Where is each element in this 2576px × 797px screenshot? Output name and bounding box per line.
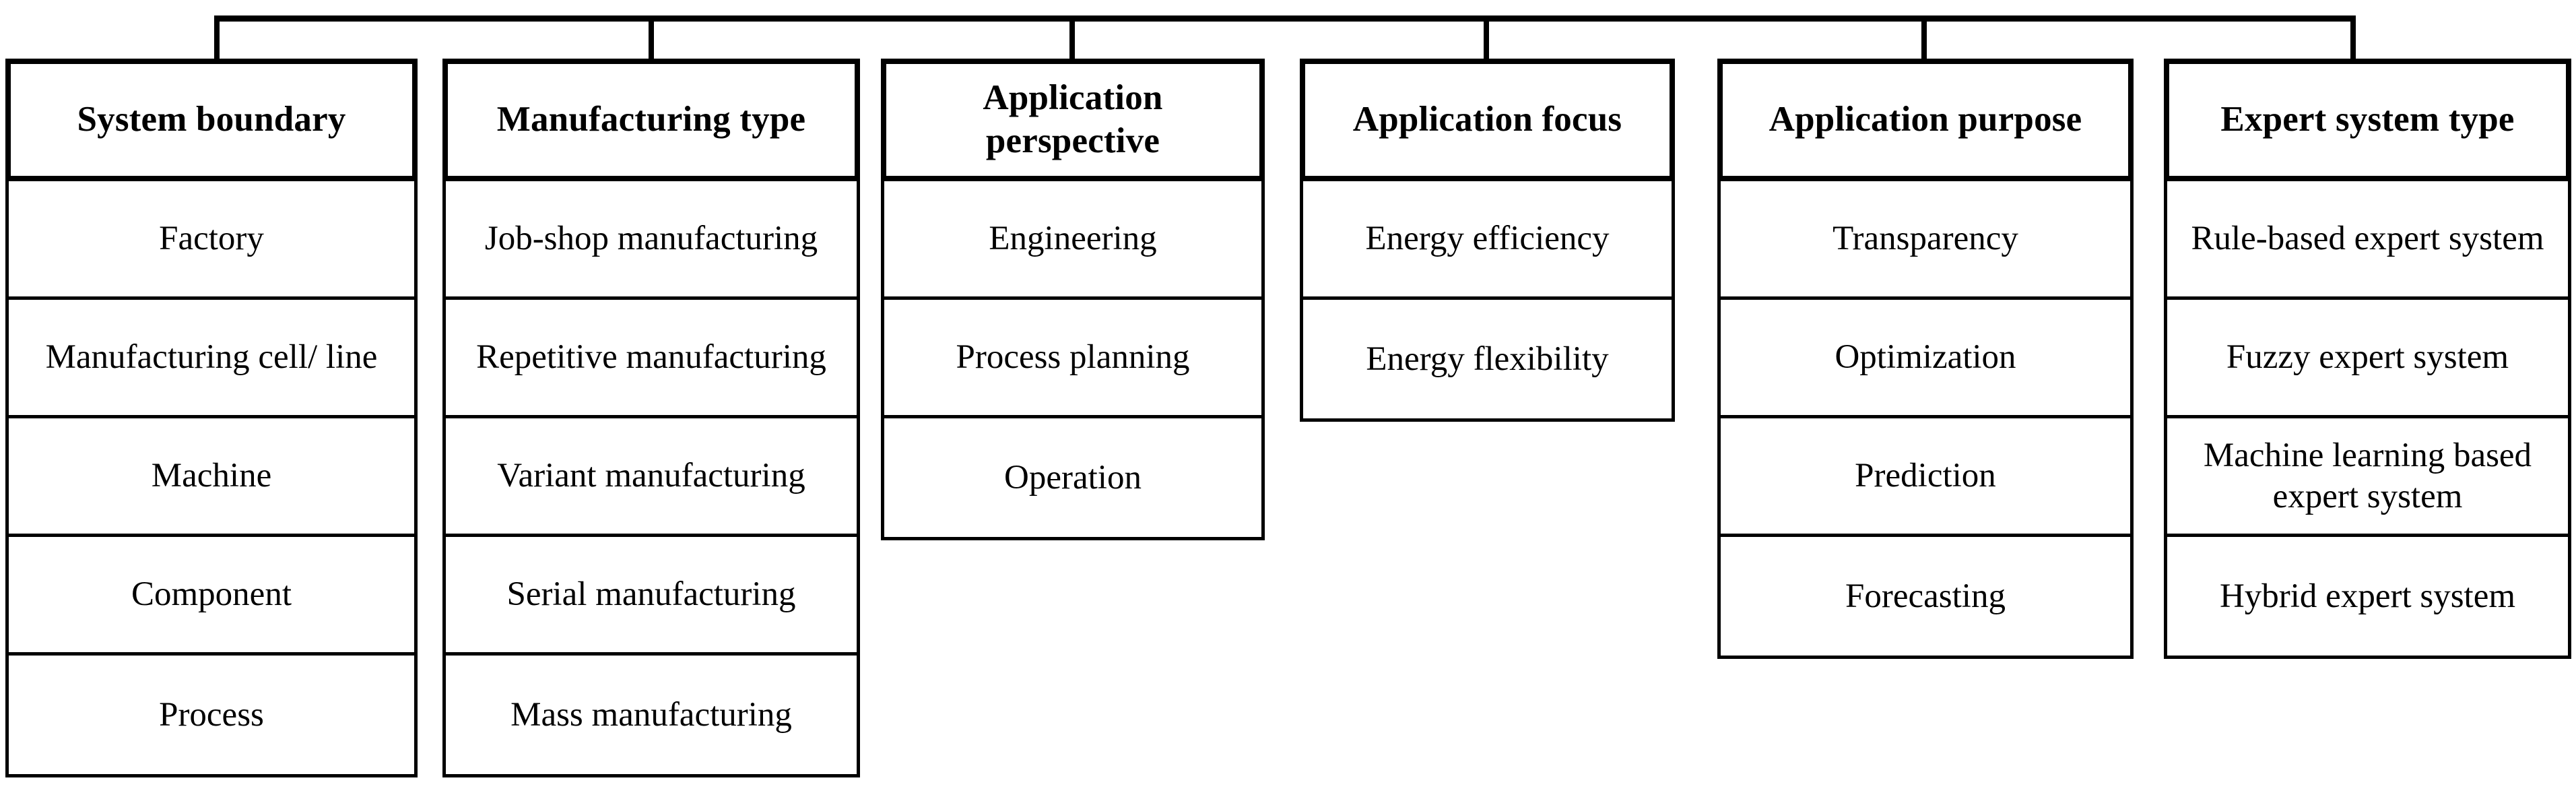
- column-header-application-perspective: Application perspective: [881, 59, 1265, 181]
- column-header-expert-system-type: Expert system type: [2164, 59, 2571, 181]
- cell-application-focus-0[interactable]: Energy efficiency: [1303, 181, 1672, 300]
- column-body-system-boundary: Factory Manufacturing cell/ line Machine…: [5, 181, 418, 777]
- cell-label: Machine learning based expert system: [2203, 437, 2532, 515]
- cell-application-focus-1[interactable]: Energy flexibility: [1303, 300, 1672, 418]
- cell-label: Forecasting: [1845, 577, 2006, 615]
- column-header-system-boundary: System boundary: [5, 59, 418, 181]
- cell-label: Energy efficiency: [1365, 220, 1610, 258]
- cell-label: Rule-based expert system: [2191, 220, 2544, 258]
- column-expert-system-type: Expert system type Rule-based expert sys…: [2164, 59, 2571, 659]
- cell-application-purpose-3[interactable]: Forecasting: [1721, 537, 2130, 656]
- cell-label: Serial manufacturing: [506, 575, 796, 614]
- column-header-application-purpose: Application purpose: [1717, 59, 2134, 181]
- cell-system-boundary-0[interactable]: Factory: [9, 181, 414, 300]
- column-body-application-perspective: Engineering Process planning Operation: [881, 181, 1265, 540]
- cell-application-perspective-1[interactable]: Process planning: [884, 300, 1261, 418]
- cell-label: Machine: [151, 457, 272, 495]
- cell-application-perspective-0[interactable]: Engineering: [884, 181, 1261, 300]
- cell-application-purpose-1[interactable]: Optimization: [1721, 300, 2130, 418]
- cell-label: Factory: [159, 220, 264, 258]
- column-body-manufacturing-type: Job-shop manufacturing Repetitive manufa…: [442, 181, 860, 777]
- cell-expert-system-type-2[interactable]: Machine learning based expert system: [2167, 418, 2568, 537]
- cell-label: Prediction: [1855, 457, 1996, 495]
- column-application-perspective: Application perspective Engineering Proc…: [881, 59, 1265, 540]
- cell-label: Process planning: [956, 338, 1190, 377]
- cell-system-boundary-4[interactable]: Process: [9, 656, 414, 774]
- cell-manufacturing-type-2[interactable]: Variant manufacturing: [446, 418, 857, 537]
- cell-application-perspective-2[interactable]: Operation: [884, 418, 1261, 537]
- cell-expert-system-type-0[interactable]: Rule-based expert system: [2167, 181, 2568, 300]
- cell-label: Variant manufacturing: [497, 457, 805, 495]
- cell-system-boundary-1[interactable]: Manufacturing cell/ line: [9, 300, 414, 418]
- cell-application-purpose-2[interactable]: Prediction: [1721, 418, 2130, 537]
- column-application-purpose: Application purpose Transparency Optimiz…: [1717, 59, 2134, 659]
- cell-manufacturing-type-0[interactable]: Job-shop manufacturing: [446, 181, 857, 300]
- cell-manufacturing-type-4[interactable]: Mass manufacturing: [446, 656, 857, 774]
- cell-label: Job-shop manufacturing: [484, 220, 818, 258]
- cell-manufacturing-type-3[interactable]: Serial manufacturing: [446, 537, 857, 656]
- cell-label: Mass manufacturing: [510, 695, 792, 734]
- cell-label: Engineering: [989, 220, 1157, 258]
- cell-label: Fuzzy expert system: [2226, 338, 2509, 377]
- cell-label: Component: [131, 575, 292, 614]
- cell-label: Optimization: [1835, 338, 2016, 377]
- cell-expert-system-type-3[interactable]: Hybrid expert system: [2167, 537, 2568, 656]
- cell-application-purpose-0[interactable]: Transparency: [1721, 181, 2130, 300]
- cell-system-boundary-3[interactable]: Component: [9, 537, 414, 656]
- column-manufacturing-type: Manufacturing type Job-shop manufacturin…: [442, 59, 860, 777]
- cell-label: Operation: [1004, 458, 1142, 497]
- cell-label: Transparency: [1832, 220, 2018, 258]
- column-application-focus: Application focus Energy efficiency Ener…: [1300, 59, 1675, 422]
- cell-expert-system-type-1[interactable]: Fuzzy expert system: [2167, 300, 2568, 418]
- cell-label: Hybrid expert system: [2219, 577, 2516, 615]
- cell-label: Energy flexibility: [1366, 340, 1609, 378]
- column-header-manufacturing-type: Manufacturing type: [442, 59, 860, 181]
- cell-label: Process: [159, 695, 264, 734]
- column-body-expert-system-type: Rule-based expert system Fuzzy expert sy…: [2164, 181, 2571, 659]
- column-body-application-purpose: Transparency Optimization Prediction For…: [1717, 181, 2134, 659]
- cell-label: Repetitive manufacturing: [476, 338, 826, 377]
- column-header-application-focus: Application focus: [1300, 59, 1675, 181]
- cell-manufacturing-type-1[interactable]: Repetitive manufacturing: [446, 300, 857, 418]
- column-body-application-focus: Energy efficiency Energy flexibility: [1300, 181, 1675, 422]
- cell-system-boundary-2[interactable]: Machine: [9, 418, 414, 537]
- cell-label: Manufacturing cell/ line: [45, 338, 378, 377]
- column-system-boundary: System boundary Factory Manufacturing ce…: [5, 59, 418, 777]
